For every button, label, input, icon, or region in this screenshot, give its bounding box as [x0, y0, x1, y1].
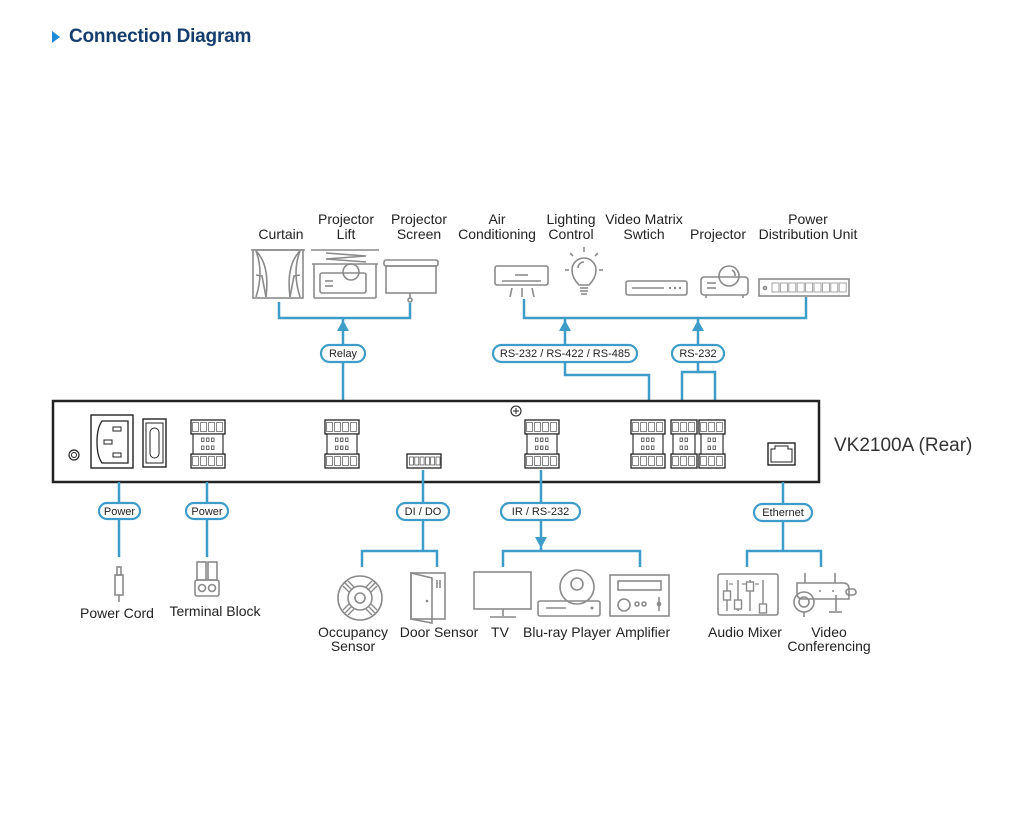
- label-projector-lift-1: Projector: [318, 211, 374, 227]
- section-title: Connection Diagram: [52, 26, 251, 48]
- ir-serial-label: IR / RS-232: [512, 506, 569, 518]
- label-terminal-block: Terminal Block: [169, 603, 261, 619]
- relay-label: Relay: [329, 348, 358, 360]
- video-matrix-switch-icon: [625, 280, 688, 296]
- ground-screw-icon: [68, 449, 80, 461]
- serial-multi-label: RS-232 / RS-422 / RS-485: [500, 348, 630, 360]
- power-cord-pill: [97, 501, 142, 521]
- amplifier-icon: [609, 574, 670, 617]
- label-projector-screen-2: Screen: [397, 226, 441, 242]
- serial-multi-pill: [491, 343, 639, 364]
- label-amplifier: Amplifier: [616, 624, 671, 640]
- serial-pill: [670, 343, 726, 364]
- projector-icon: [700, 265, 749, 298]
- dido-port: [406, 453, 442, 469]
- vk2100a-rear-panel: [51, 399, 821, 484]
- projector-lift-icon: [311, 249, 379, 299]
- label-door-sensor: Door Sensor: [400, 624, 479, 640]
- label-projector-lift-2: Lift: [337, 226, 356, 242]
- label-air-conditioning-1: Air: [488, 211, 505, 227]
- dido-pill: [395, 501, 451, 522]
- terminal-block-icon: [194, 561, 220, 597]
- label-projector: Projector: [690, 226, 746, 242]
- device-name: VK2100A (Rear): [834, 435, 972, 456]
- bluray-player-icon: [537, 569, 601, 617]
- label-bluray: Blu-ray Player: [523, 624, 611, 640]
- serial-connections: RS-232 / RS-422 / RS-485 RS-232: [491, 297, 808, 420]
- ir-serial-pill: [499, 501, 582, 522]
- bottom-device-labels: Power Cord Terminal Block Occupancy Sens…: [80, 603, 871, 654]
- serial-arrow-icon: [692, 320, 704, 331]
- air-conditioning-icon: [494, 265, 549, 298]
- power-switch: [142, 418, 167, 468]
- top-device-labels: Curtain Projector Lift Projector Screen …: [258, 211, 857, 242]
- dido-connection: DI / DO: [360, 470, 451, 567]
- relay-arrow-icon: [337, 320, 349, 331]
- label-occupancy-1: Occupancy: [318, 624, 388, 640]
- label-occupancy-2: Sensor: [331, 638, 376, 654]
- lighting-control-icon: [565, 247, 603, 295]
- ethernet-port: [767, 442, 796, 466]
- panel-screw-icon: [510, 405, 522, 417]
- video-conferencing-icon: [793, 573, 857, 617]
- power-cord-icon: [114, 566, 124, 602]
- ethernet-label: Ethernet: [762, 507, 804, 519]
- power-cord-connection: Power: [97, 482, 142, 557]
- label-curtain: Curtain: [258, 226, 303, 242]
- label-lighting-control-1: Lighting: [546, 211, 595, 227]
- power-cord-conn-label: Power: [104, 506, 136, 518]
- label-pdu-1: Power: [788, 211, 828, 227]
- dido-label: DI / DO: [405, 506, 442, 518]
- door-sensor-icon: [410, 571, 446, 624]
- occupancy-sensor-icon: [337, 575, 383, 621]
- terminal-block-port: [324, 419, 360, 469]
- triangle-bullet-icon: [52, 31, 60, 43]
- label-video-conf-2: Conferencing: [787, 638, 870, 654]
- section-title-text: Connection Diagram: [69, 26, 252, 47]
- terminal-power-pill: [184, 501, 230, 521]
- ethernet-pill: [752, 502, 814, 523]
- ethernet-connection: Ethernet: [745, 482, 823, 567]
- label-video-matrix-2: Swtich: [623, 226, 664, 242]
- terminal-power-connection: Power: [184, 482, 230, 557]
- serial-multi-arrow-icon: [559, 320, 571, 331]
- power-inlet-port: [90, 414, 134, 469]
- label-air-conditioning-2: Conditioning: [458, 226, 536, 242]
- ir-serial-connection: IR / RS-232: [499, 470, 642, 567]
- terminal-block-port: [524, 419, 560, 469]
- pdu-icon: [758, 278, 850, 297]
- relay-pill: [319, 343, 367, 364]
- curtain-icon: [251, 249, 305, 299]
- terminal-block-port: [190, 419, 226, 469]
- label-tv: TV: [491, 624, 510, 640]
- tv-icon: [473, 571, 532, 618]
- label-audio-mixer: Audio Mixer: [708, 624, 782, 640]
- terminal-block-port: [630, 419, 666, 469]
- label-video-matrix-1: Video Matrix: [605, 211, 683, 227]
- serial-label: RS-232: [679, 348, 716, 360]
- label-projector-screen-1: Projector: [391, 211, 447, 227]
- terminal-power-conn-label: Power: [191, 506, 223, 518]
- label-power-cord: Power Cord: [80, 605, 154, 621]
- terminal-block-port: [698, 419, 726, 469]
- label-video-conf-1: Video: [811, 624, 847, 640]
- relay-connection: Relay: [277, 302, 412, 418]
- label-lighting-control-2: Control: [548, 226, 593, 242]
- label-pdu-2: Distribution Unit: [759, 226, 858, 242]
- audio-mixer-icon: [717, 573, 779, 616]
- terminal-block-port: [670, 419, 698, 469]
- projector-screen-icon: [383, 259, 439, 303]
- ir-arrow-icon: [535, 537, 547, 548]
